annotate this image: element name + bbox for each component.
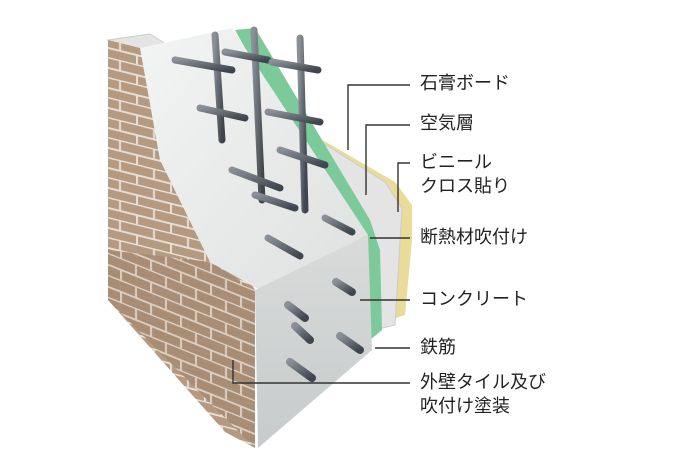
label-concrete: コンクリート — [420, 289, 528, 310]
rebar-h-6 — [228, 166, 284, 192]
rebar-h-5 — [264, 108, 324, 126]
rebar-end-1 — [284, 301, 309, 322]
label-rebar: 鉄筋 — [420, 337, 456, 358]
label-vinyl-cloth-line2: クロス貼り — [420, 176, 510, 197]
rebar-h-7 — [276, 146, 329, 169]
rebar-h-4 — [196, 104, 249, 122]
rebar-vertical-1 — [211, 31, 226, 144]
exterior-tile-lower — [108, 250, 255, 448]
label-insulation: 断熱材吹付け — [420, 227, 528, 248]
rebar-h-3 — [268, 58, 322, 74]
label-exterior-line2: 吹付け塗装 — [420, 396, 510, 417]
rebar-ends-front — [284, 278, 364, 382]
leader-air-layer — [365, 124, 410, 195]
label-gypsum-board: 石膏ボード — [420, 73, 510, 94]
leader-vinyl-cloth — [397, 162, 410, 212]
rebar-end-5 — [286, 358, 316, 382]
rebar-end-2 — [332, 278, 356, 296]
label-air-layer: 空気層 — [420, 113, 474, 134]
label-exterior-line1: 外壁タイル及び — [420, 372, 546, 393]
rebar-end-4 — [336, 332, 364, 354]
concrete-top-fill — [140, 28, 368, 290]
leader-gypsum-board — [347, 84, 410, 150]
rebar-h-2 — [221, 48, 272, 64]
rebar-h-9 — [321, 214, 356, 236]
rebar-h-10 — [264, 234, 304, 260]
rebar-horizontal-group — [171, 48, 356, 260]
rebar-h-8 — [251, 191, 299, 212]
leader-exterior — [232, 360, 410, 384]
rebar-h-1 — [171, 56, 236, 74]
label-vinyl-cloth: ビニール クロス貼り — [420, 151, 510, 199]
leader-lines — [232, 84, 410, 384]
rebar-end-3 — [291, 322, 314, 344]
label-exterior: 外壁タイル及び 吹付け塗装 — [420, 371, 546, 419]
label-vinyl-cloth-line1: ビニール — [420, 152, 492, 173]
